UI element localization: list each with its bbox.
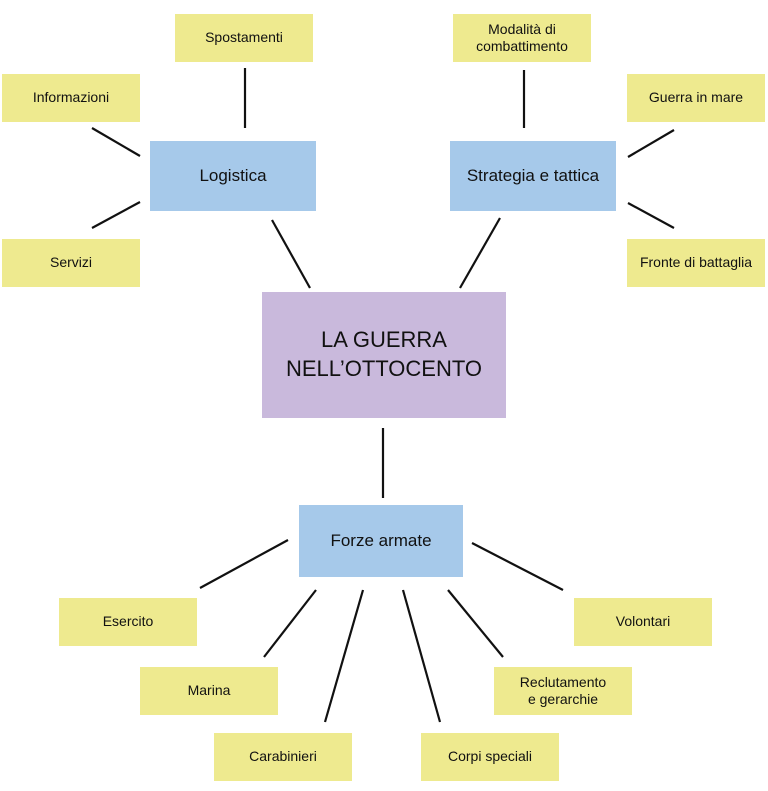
leaf-guerra-in-mare: Guerra in mare (627, 74, 765, 122)
category-forze-armate: Forze armate (299, 505, 463, 577)
link-strategia-guerra-mare (627, 129, 675, 158)
leaf-esercito: Esercito (59, 598, 197, 646)
link-center-logistica (271, 219, 311, 289)
category-logistica: Logistica (150, 141, 316, 211)
link-logistica-informazioni (91, 127, 141, 157)
link-strategia-fronte (627, 202, 675, 229)
leaf-volontari: Volontari (574, 598, 712, 646)
leaf-reclutamento-e-gerarchie: Reclutamento e gerarchie (494, 667, 632, 715)
leaf-carabinieri: Carabinieri (214, 733, 352, 781)
link-forze-carabinieri (323, 589, 365, 723)
link-forze-volontari (471, 542, 564, 591)
link-logistica-servizi (91, 201, 141, 229)
leaf-modalita-di-combattimento: Modalità di combattimento (453, 14, 591, 62)
leaf-informazioni: Informazioni (2, 74, 140, 122)
link-forze-corpi (401, 589, 442, 723)
link-forze-esercito (199, 539, 289, 589)
category-strategia-e-tattica: Strategia e tattica (450, 141, 616, 211)
leaf-servizi: Servizi (2, 239, 140, 287)
leaf-spostamenti: Spostamenti (175, 14, 313, 62)
leaf-marina: Marina (140, 667, 278, 715)
leaf-corpi-speciali: Corpi speciali (421, 733, 559, 781)
central-topic: LA GUERRA NELL’OTTOCENTO (262, 292, 506, 418)
link-forze-reclutamento (447, 589, 504, 658)
link-forze-marina (263, 589, 317, 658)
leaf-fronte-di-battaglia: Fronte di battaglia (627, 239, 765, 287)
link-center-strategia (459, 217, 501, 289)
